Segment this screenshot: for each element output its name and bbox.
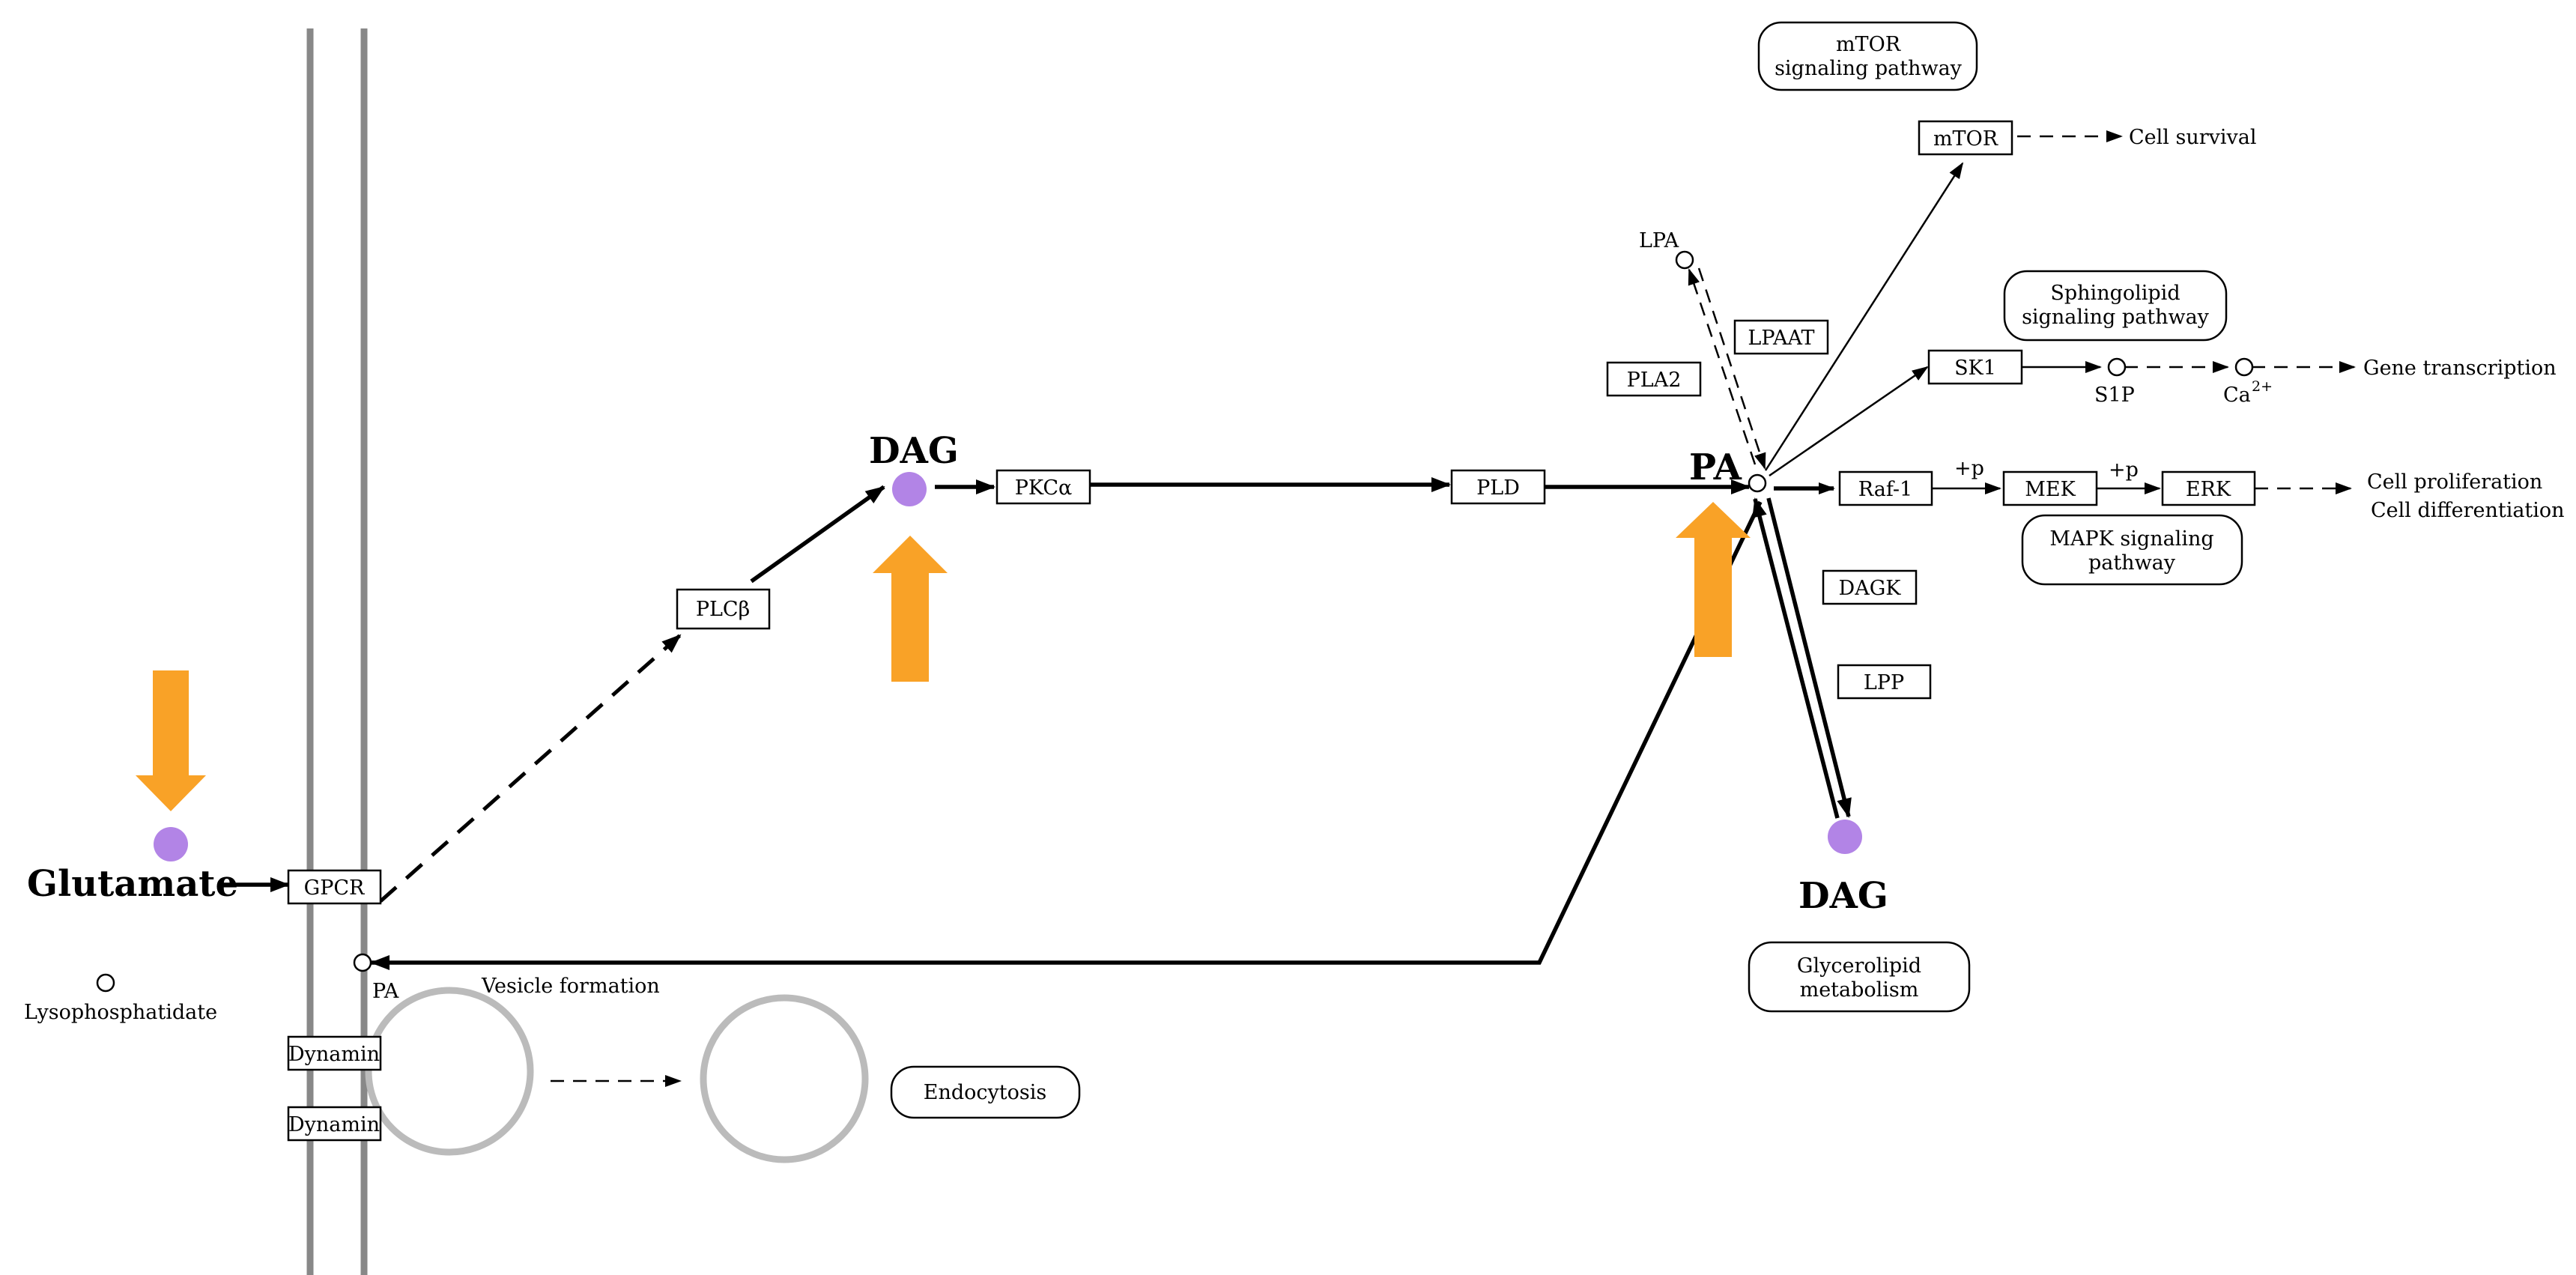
plus-p-label-2: +p: [2109, 458, 2139, 482]
gene-raf1[interactable]: Raf-1: [1838, 470, 1933, 506]
map-mapk-signaling[interactable]: MAPK signaling pathway: [2021, 514, 2243, 586]
gene-sk1[interactable]: SK1: [1927, 349, 2023, 385]
gene-dynamin-1-label: Dynamin: [288, 1043, 380, 1066]
map-mapk-line2: pathway: [2088, 551, 2176, 575]
edge-pa-sk1: [1769, 366, 1929, 477]
compound-pa-main[interactable]: [1748, 473, 1767, 493]
cell-differentiation-label: Cell differentiation: [2371, 499, 2565, 522]
highlight-arrow-dag: [873, 536, 948, 682]
dag-top-label: DAG: [869, 430, 959, 472]
edge-dag-pa-up: [1752, 497, 1840, 819]
map-mapk-line1: MAPK signaling: [2049, 527, 2213, 551]
gene-pld[interactable]: PLD: [1450, 469, 1546, 505]
edge-gpcr-plcb: [379, 634, 682, 903]
cell-survival-label: Cell survival: [2129, 126, 2257, 149]
gene-plcb-label: PLCβ: [696, 598, 750, 621]
compound-lysophosphatidate[interactable]: [96, 973, 115, 993]
map-mtor-line1: mTOR: [1836, 33, 1901, 56]
compound-lpa[interactable]: [1675, 250, 1694, 270]
pa-main-label: PA: [1689, 446, 1742, 488]
ca-label: Ca: [2223, 384, 2251, 407]
map-mtor-signaling[interactable]: mTOR signaling pathway: [1757, 21, 1978, 91]
map-glycerolipid-metabolism[interactable]: Glycerolipid metabolism: [1748, 941, 1971, 1013]
highlight-arrow-glutamate: [136, 670, 206, 811]
gene-raf1-label: Raf-1: [1858, 478, 1912, 501]
gene-pkca[interactable]: PKCα: [995, 469, 1091, 505]
compound-ca[interactable]: [2234, 357, 2254, 377]
gene-mtor-label: mTOR: [1933, 127, 1998, 151]
gene-gpcr-label: GPCR: [304, 876, 365, 900]
ca-superscript: 2+: [2252, 378, 2273, 395]
gene-pla2[interactable]: PLA2: [1606, 361, 1702, 397]
gene-dynamin-1[interactable]: Dynamin: [287, 1035, 382, 1071]
gene-erk[interactable]: ERK: [2161, 470, 2256, 506]
map-glycero-line1: Glycerolipid: [1797, 954, 1921, 978]
map-endocytosis[interactable]: Endocytosis: [890, 1065, 1081, 1119]
map-endocytosis-label: Endocytosis: [924, 1081, 1046, 1104]
gene-lpaat[interactable]: LPAAT: [1733, 319, 1829, 355]
glutamate-label: Glutamate: [27, 863, 238, 905]
map-mtor-line2: signaling pathway: [1775, 57, 1963, 80]
compound-glutamate[interactable]: [154, 827, 188, 861]
gene-pkca-label: PKCα: [1015, 476, 1073, 500]
gene-dynamin-2[interactable]: Dynamin: [287, 1106, 382, 1142]
compound-dag-top[interactable]: [892, 472, 927, 506]
s1p-label: S1P: [2094, 384, 2135, 407]
gene-mek-label: MEK: [2025, 478, 2076, 501]
map-sphingo-line1: Sphingolipid: [2050, 282, 2180, 305]
gene-lpp[interactable]: LPP: [1837, 664, 1932, 700]
gene-plcb[interactable]: PLCβ: [676, 588, 771, 630]
edge-lpa-pa: [1697, 267, 1766, 470]
gene-sk1-label: SK1: [1954, 357, 1996, 380]
pa-membrane-label: PA: [372, 980, 399, 1003]
vesicle-formation-label: Vesicle formation: [481, 975, 660, 998]
edge-plcb-dag: [750, 485, 885, 584]
compound-s1p[interactable]: [2107, 357, 2127, 377]
gene-lpaat-label: LPAAT: [1748, 327, 1814, 350]
gene-pla2-label: PLA2: [1627, 369, 1682, 392]
edge-pa-lpa: [1688, 268, 1757, 465]
gene-dagk[interactable]: DAGK: [1822, 569, 1918, 605]
gene-dagk-label: DAGK: [1839, 577, 1902, 600]
gene-lpp-label: LPP: [1864, 671, 1904, 694]
map-sphingolipid-signaling[interactable]: Sphingolipid signaling pathway: [2003, 270, 2228, 342]
map-glycero-line2: metabolism: [1800, 978, 1919, 1002]
gene-gpcr[interactable]: GPCR: [287, 869, 382, 905]
gene-mtor[interactable]: mTOR: [1918, 120, 2013, 156]
vesicle-circle-right: [700, 994, 869, 1163]
gene-mek[interactable]: MEK: [2002, 470, 2098, 506]
dag-bottom-label: DAG: [1798, 875, 1888, 917]
edge-pa-dag-down: [1766, 497, 1852, 818]
gene-transcription-label: Gene transcription: [2363, 357, 2557, 380]
map-sphingo-line2: signaling pathway: [2022, 306, 2210, 329]
lpa-label: LPA: [1639, 229, 1679, 252]
gene-dynamin-2-label: Dynamin: [288, 1113, 380, 1136]
plus-p-label-1: +p: [1954, 457, 1984, 480]
vesicle-circle-left: [365, 987, 534, 1156]
lysophosphatidate-label: Lysophosphatidate: [24, 1001, 217, 1024]
gene-erk-label: ERK: [2186, 478, 2231, 501]
cell-proliferation-label: Cell proliferation: [2367, 470, 2542, 494]
edge-pa-mtor: [1764, 162, 1964, 471]
edge-pa-membrane: [370, 500, 1763, 970]
gene-pld-label: PLD: [1476, 476, 1520, 500]
compound-pa-membrane[interactable]: [353, 953, 372, 972]
highlight-arrow-pa: [1676, 502, 1751, 657]
compound-dag-bottom[interactable]: [1828, 820, 1862, 854]
